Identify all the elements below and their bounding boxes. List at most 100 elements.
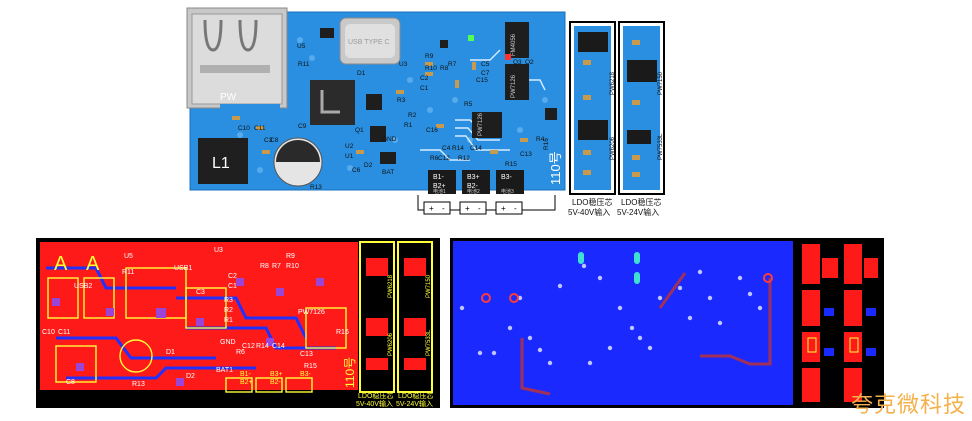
pcb-ldo-right-label1: LDO稳压芯	[398, 391, 433, 400]
pcb-ldo-left	[359, 241, 395, 393]
ldo-left-chip-bottom: PW6206	[610, 136, 616, 160]
usb-a-label: PW	[220, 92, 237, 103]
silk-bat: BAT	[382, 169, 394, 176]
usb-c-label: USB TYPE C	[348, 39, 390, 46]
silk-c14: C14	[470, 145, 482, 152]
bat3-plus: +	[501, 204, 506, 213]
silk-c15: C15	[476, 77, 488, 84]
pcb-bat-b3p: B3+	[270, 371, 283, 378]
electrolytic-capacitor	[273, 137, 323, 187]
board-number: 110号	[548, 151, 563, 185]
silk-r12: R12	[458, 155, 470, 162]
watermark-text: 夸克微科技	[850, 393, 966, 418]
ldo-left-label1: LDO稳压芯	[572, 197, 612, 207]
silk-r13: R13	[310, 184, 322, 191]
chip-pw7126-a-label: PW7126	[511, 74, 517, 98]
ldo-module-left	[569, 21, 616, 195]
pcb-ldo-right	[397, 241, 433, 393]
pcb-silk-r10: R10	[286, 263, 299, 270]
silk-r7: R7	[448, 61, 457, 68]
pcb-silk-c2: C2	[228, 273, 237, 280]
silk-r11: R11	[298, 61, 310, 68]
bat1-top-label: B1-	[433, 174, 445, 181]
chip-fm4056-label: FM4056	[511, 33, 517, 56]
pcb-silk-r3: R3	[224, 297, 233, 304]
pcb-bottom-layer	[450, 238, 796, 408]
pcb-silk-gnd: GND	[220, 339, 236, 346]
inductor-small	[310, 80, 355, 125]
pcb-silk-c10: C10	[42, 329, 55, 336]
pcb-silk-c8: C8	[66, 379, 75, 386]
bat2-bottom-label: B2-	[467, 183, 479, 190]
silk-r8: R8	[440, 65, 449, 72]
silk-u5: U5	[297, 43, 306, 50]
silk-q2: Q2	[525, 59, 534, 66]
board-3d-render: PW USB TYPE C L1 FM4056 PW7126 PW7126	[186, 7, 665, 217]
silk-c1: C1	[420, 85, 429, 92]
silk-c2: C2	[420, 75, 429, 82]
silk-c6: C6	[352, 167, 361, 174]
silk-r10: R10	[425, 65, 437, 72]
pcb-top-layer: A A U5 USB1 USB2 R11 C10 C11 C8 R13 U3 D…	[36, 238, 440, 408]
silk-q3: Q3	[513, 59, 522, 66]
silk-c12: C12	[438, 155, 450, 162]
silk-r5: R5	[464, 101, 473, 108]
pcb-silk-r14: R14	[256, 343, 269, 350]
pcb-bat-b2p: B2+	[240, 379, 253, 386]
pcb-silk-r16: R16	[336, 329, 349, 336]
bat3-sub-label: 电池3	[501, 188, 514, 195]
pcb-silk-r15: R15	[304, 363, 317, 370]
usb-c-connector	[339, 17, 401, 65]
chip-pw7126-a	[505, 64, 529, 100]
silk-q1: Q1	[355, 127, 364, 134]
pcb-ldo-bottom	[796, 238, 884, 408]
silk-d2: D2	[364, 162, 373, 169]
pcb-silk-r1: R1	[224, 317, 233, 324]
ldo-right-label1: LDO稳压芯	[621, 197, 661, 207]
pcb-bat-b3m: B3-	[300, 371, 312, 378]
pcb-ldo-right-chip-bottom: PW7533L	[426, 329, 432, 356]
pcb-silk-c13: C13	[300, 351, 313, 358]
bat3-minus: -	[514, 204, 517, 213]
silk-c7: C7	[481, 70, 490, 77]
ldo-right-chip-bottom: PW7533L	[658, 133, 664, 160]
silk-r9: R9	[425, 53, 434, 60]
pcb-silk-c11: C11	[58, 329, 70, 336]
silk-r16: R16	[543, 138, 550, 150]
silk-u3: U3	[399, 61, 408, 68]
usb-a-connector	[186, 7, 288, 118]
inductor-l1	[198, 138, 248, 184]
silk-r2: R2	[408, 112, 417, 119]
silk-r14: R14	[452, 145, 464, 152]
battery-symbols	[417, 195, 556, 215]
pcb-silk-usb2: USB2	[74, 283, 92, 290]
pcb-top-usb-a-1: A	[54, 253, 68, 275]
silk-u1: U1	[345, 153, 354, 160]
pcb-silk-u5: U5	[124, 253, 133, 260]
pcb-silk-r2: R2	[224, 307, 233, 314]
bat2-plus: +	[465, 204, 470, 213]
silk-r4: R4	[536, 136, 545, 143]
silk-u2: U2	[345, 143, 354, 150]
silk-c13: C13	[520, 151, 532, 158]
pcb-ldo-left-chip-top: PW6218	[388, 274, 394, 298]
silk-c8: C8	[270, 137, 279, 144]
pcb-silk-r7: R7	[272, 263, 281, 270]
pcb-bat-b2m: B2-	[270, 379, 282, 386]
chip-pw7126-b	[472, 112, 502, 138]
silk-c4: C4	[442, 145, 451, 152]
pcb-ldo-left-label2: 5V-40V输入	[356, 399, 393, 408]
pcb-silk-usb1: USB1	[174, 265, 192, 272]
ldo-left-label2: 5V-40V输入	[568, 207, 610, 217]
silk-r3: R3	[397, 97, 406, 104]
silk-c9: C9	[298, 123, 307, 130]
pcb-top-usb-a-2: A	[86, 253, 100, 275]
pcb-ldo-right-label2: 5V-24V输入	[396, 399, 433, 408]
pcb-silk-bat1: BAT1	[216, 367, 233, 374]
pcb-silk-c1: C1	[228, 283, 237, 290]
pcb-silk-pw7126: PW7126	[298, 309, 325, 316]
pcb-silk-d2: D2	[186, 373, 195, 380]
pcb-silk-c3: C3	[196, 289, 205, 296]
pcb-silk-r8: R8	[260, 263, 269, 270]
inductor-label: L1	[212, 155, 230, 172]
